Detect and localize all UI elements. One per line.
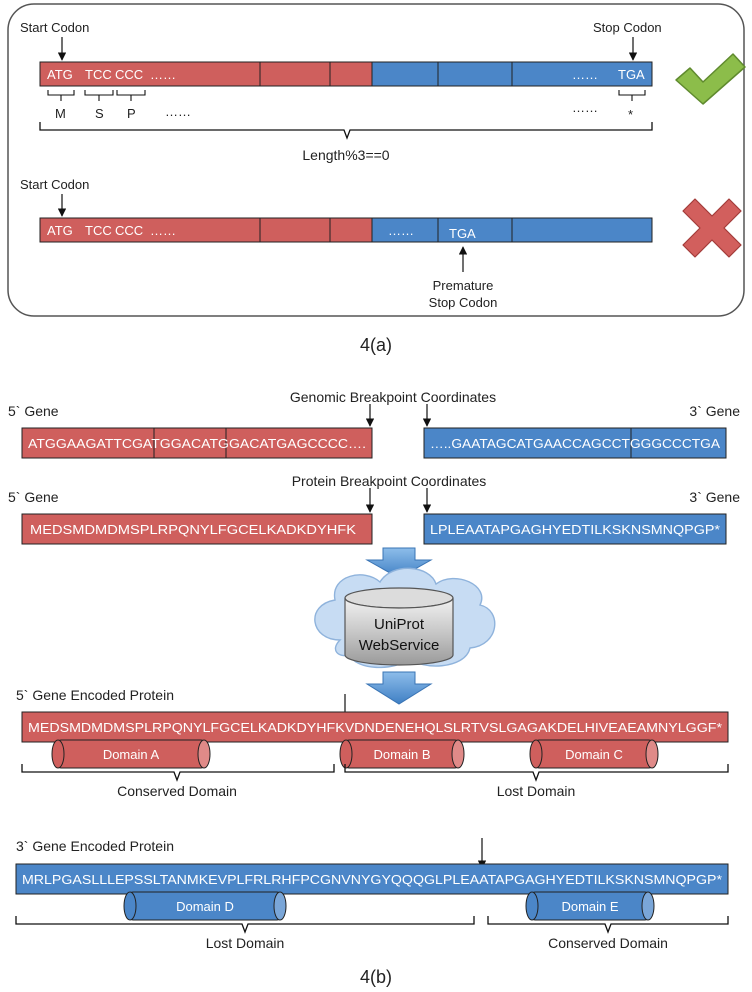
- red-exon-2: [259, 61, 331, 87]
- sequence-bar-valid: ATG TCC CCC …… …… TGA: [39, 61, 653, 87]
- three-encoded-box: [15, 863, 729, 895]
- panel-a: Start Codon Stop Codon ATG TCC CCC …… ………: [7, 3, 746, 317]
- red-exon-3: [329, 61, 373, 87]
- lost-brace-1: [344, 764, 729, 782]
- domain-c: Domain C: [529, 739, 659, 769]
- amino-ellipsis-2: ……: [572, 100, 598, 115]
- amino-ellipsis-1: ……: [165, 104, 191, 119]
- five-encoded-sequence: MEDSMDMDMSPLRPQNYLFGCELKADKDYHFKVDNDENEH…: [28, 721, 722, 735]
- codon-ellipsis-3: ……: [150, 223, 176, 238]
- protein-5-sequence: MEDSMDMDMSPLRPQNYLFGCELKADKDYHFK: [30, 523, 357, 537]
- premature-label-1: Premature: [433, 278, 494, 293]
- genomic-5-sequence: ATGGAAGATTCGATGGACATGGACATGAGCCCC….: [28, 437, 366, 451]
- red-exon-2b: [259, 217, 331, 243]
- start-codon-label-2: Start Codon: [20, 177, 89, 192]
- length-brace: [39, 122, 653, 140]
- uniprot-label-1: UniProt: [374, 616, 425, 633]
- checkmark-icon: [675, 53, 746, 105]
- domain-d-label: Domain D: [176, 899, 234, 914]
- panel-b-label: 4(b): [360, 967, 392, 987]
- codon-atg: ATG: [47, 67, 73, 82]
- codon-ellipsis-4: ……: [388, 223, 414, 238]
- amino-m: M: [55, 106, 66, 121]
- database-cylinder-body: [344, 597, 454, 666]
- amino-s: S: [95, 106, 104, 121]
- domain-b: Domain B: [339, 739, 465, 769]
- genomic-title: Genomic Breakpoint Coordinates: [290, 389, 496, 405]
- protein-3-box: [423, 513, 727, 545]
- codon-tcc-2: TCC: [85, 223, 112, 238]
- domain-a: Domain A: [51, 739, 211, 769]
- uniprot-cloud: UniProt WebService: [314, 567, 496, 669]
- blue-exon-3b: [511, 217, 653, 243]
- cross-icon: [682, 198, 742, 258]
- domain-e: Domain E: [525, 891, 655, 921]
- conserved-brace-1: [21, 764, 335, 782]
- panel-b: Genomic Breakpoint Coordinates 5` Gene 3…: [8, 389, 740, 951]
- sequence-bar-invalid: ATG TCC CCC …… …… TGA: [39, 217, 653, 243]
- stop-codon-label: Stop Codon: [593, 20, 662, 35]
- three-gene-label-1: 3` Gene: [689, 403, 740, 419]
- down-arrow-from-service: [365, 671, 433, 705]
- codon-ellipsis-2: ……: [572, 67, 598, 82]
- codon-ccc: CCC: [115, 67, 143, 82]
- domain-e-label: Domain E: [561, 899, 618, 914]
- premature-label-2: Stop Codon: [429, 295, 498, 310]
- red-exon-1: [39, 61, 261, 87]
- genomic-5-box: [21, 427, 373, 459]
- panel-a-label: 4(a): [360, 335, 392, 355]
- red-exon-1b: [39, 217, 261, 243]
- five-encoded-title: 5` Gene Encoded Protein: [16, 687, 174, 703]
- genomic-3-sequence: …..GAATAGCATGAACCAGCCTGGGCCCTGA: [430, 437, 721, 451]
- start-codon-label: Start Codon: [20, 20, 89, 35]
- protein-3-sequence: LPLEAATAPGAGHYEDTILKSKNSMNQPGP*: [430, 523, 720, 537]
- lost-brace-2: [15, 916, 475, 934]
- domain-d: Domain D: [123, 891, 287, 921]
- domain-b-label: Domain B: [373, 747, 430, 762]
- uniprot-label-2: WebService: [359, 637, 440, 654]
- blue-exon-3: [511, 61, 653, 87]
- blue-exon-2: [437, 61, 513, 87]
- codon-tga-premature: TGA: [449, 226, 476, 241]
- codon-ellipsis-1: ……: [150, 67, 176, 82]
- five-gene-label-1: 5` Gene: [8, 403, 59, 419]
- five-encoded-box: [21, 711, 729, 743]
- three-encoded-title: 3` Gene Encoded Protein: [16, 838, 174, 854]
- domain-a-label: Domain A: [103, 747, 160, 762]
- length-rule-label: Length%3==0: [302, 147, 389, 163]
- three-encoded-sequence: MRLPGASLLLEPSSLTANMKEVPLFRLRHFPCGNVNYGYQ…: [22, 873, 722, 887]
- lost-label-1: Lost Domain: [497, 783, 576, 799]
- red-exon-3b: [329, 217, 373, 243]
- codon-atg-2: ATG: [47, 223, 73, 238]
- codon-brackets: [47, 90, 646, 101]
- codon-ccc-2: CCC: [115, 223, 143, 238]
- blue-exon-1: [371, 61, 439, 87]
- conserved-brace-2: [487, 916, 729, 934]
- conserved-label-2: Conserved Domain: [548, 935, 668, 951]
- domain-c-label: Domain C: [565, 747, 623, 762]
- codon-tcc: TCC: [85, 67, 112, 82]
- five-gene-label-2: 5` Gene: [8, 489, 59, 505]
- conserved-label-1: Conserved Domain: [117, 783, 237, 799]
- codon-tga: TGA: [618, 67, 645, 82]
- amino-stop: *: [628, 107, 633, 122]
- three-gene-label-2: 3` Gene: [689, 489, 740, 505]
- lost-label-2: Lost Domain: [206, 935, 285, 951]
- amino-p: P: [127, 106, 136, 121]
- protein-title: Protein Breakpoint Coordinates: [292, 473, 487, 489]
- protein-5-box: [21, 513, 373, 545]
- genomic-3-box: [423, 427, 727, 459]
